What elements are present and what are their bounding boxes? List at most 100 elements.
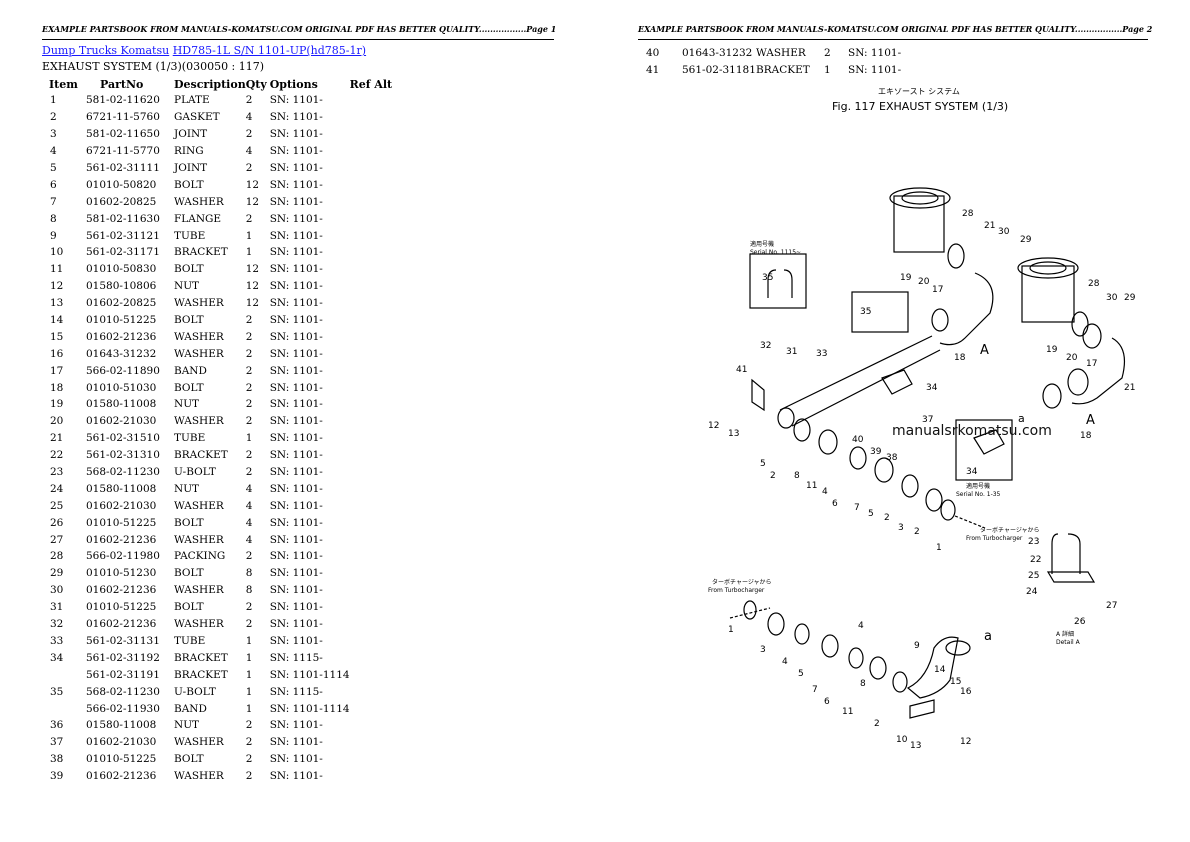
- cell-qty: 8: [245, 567, 253, 580]
- cell-item: 3: [50, 128, 57, 141]
- cell-partno: 568-02-11230: [86, 466, 160, 479]
- cell-description: RING: [174, 145, 204, 158]
- cell-qty: 1: [824, 64, 831, 77]
- svg-text:28: 28: [1088, 279, 1100, 289]
- cell-refalt: [350, 413, 393, 430]
- cell-description: NUT: [174, 719, 200, 732]
- col-header-options: Options: [269, 77, 318, 91]
- svg-text:12: 12: [708, 421, 719, 431]
- cell-partno: 01010-51230: [86, 567, 157, 580]
- cell-item: [42, 666, 86, 683]
- cell-refalt: [350, 582, 393, 599]
- cell-qty: 1: [245, 229, 253, 242]
- cell-refalt: [350, 700, 393, 717]
- svg-text:30: 30: [1106, 293, 1118, 303]
- cell-options: SN: 1101-: [269, 280, 323, 293]
- svg-text:20: 20: [1066, 353, 1078, 363]
- cell-item: 19: [50, 398, 64, 411]
- svg-text:Serial No. 1-35: Serial No. 1-35: [956, 491, 1001, 498]
- cell-item: 11: [50, 263, 64, 276]
- detail-box-serial: [955, 419, 1013, 481]
- cell-description: BOLT: [174, 314, 204, 327]
- cell-item: 12: [50, 280, 64, 293]
- cell-qty: 2: [245, 314, 253, 327]
- cell-item: 32: [50, 618, 64, 631]
- cell-partno: 01602-21236: [86, 770, 157, 783]
- cell-description: WASHER: [174, 499, 224, 512]
- cell-options: SN: 1101-1114: [269, 702, 350, 715]
- cell-item: 4: [50, 145, 57, 158]
- cell-item: 13: [50, 297, 64, 310]
- cell-options: SN: 1101-: [269, 128, 323, 141]
- cell-partno: 01010-51225: [86, 601, 157, 614]
- cell-description: WASHER: [174, 584, 224, 597]
- cell-partno: 561-02-31131: [86, 634, 160, 647]
- cell-description: NUT: [174, 398, 200, 411]
- cell-item: 22: [50, 449, 64, 462]
- cell-description: NUT: [174, 280, 200, 293]
- cell-item: 33: [50, 634, 64, 647]
- cell-qty: 2: [245, 162, 253, 174]
- svg-text:27: 27: [1106, 601, 1117, 611]
- svg-text:1: 1: [728, 625, 734, 635]
- cell-refalt: [350, 616, 393, 633]
- cell-qty: 1: [245, 634, 253, 647]
- bracket-41: [751, 378, 765, 412]
- cell-refalt: [350, 599, 393, 616]
- svg-text:2: 2: [914, 527, 920, 537]
- breadcrumb: Dump Trucks Komatsu HD785-1L S/N 1101-UP…: [42, 44, 366, 57]
- cell-description: WASHER: [174, 770, 224, 783]
- cell-options: SN: 1101-: [269, 381, 323, 394]
- cell-refalt: [350, 480, 393, 497]
- cell-refalt: [350, 633, 393, 650]
- bracket-34: [881, 369, 913, 395]
- cell-item: 7: [50, 195, 57, 208]
- cell-item: 34: [50, 651, 64, 664]
- cell-qty: 2: [245, 618, 253, 631]
- detail-box-ubolt: [749, 253, 807, 309]
- cell-item: 14: [50, 314, 64, 327]
- cell-qty: 12: [245, 263, 260, 276]
- breadcrumb-link-model[interactable]: HD785-1L S/N 1101-UP(hd785-1r): [172, 44, 367, 57]
- cell-description: BOLT: [174, 381, 204, 394]
- cell-options: SN: 1101-: [269, 533, 323, 546]
- cell-description: TUBE: [174, 229, 206, 242]
- svg-text:A: A: [980, 343, 989, 358]
- cell-refalt: [350, 312, 393, 329]
- cell-description: BAND: [174, 364, 207, 377]
- cell-qty: 2: [245, 347, 253, 360]
- cell-options: SN: 1101-: [269, 145, 323, 158]
- cell-qty: 2: [245, 601, 253, 614]
- cell-refalt: [350, 683, 393, 700]
- breadcrumb-link-dump-trucks[interactable]: Dump Trucks Komatsu: [42, 44, 170, 57]
- cell-partno: 01010-51225: [86, 753, 157, 766]
- cell-refalt: [350, 649, 393, 666]
- elbow-tube-left: [939, 272, 994, 346]
- cell-options: SN: 1101-: [848, 64, 902, 77]
- svg-text:18: 18: [954, 353, 966, 363]
- cell-item: 21: [50, 432, 64, 445]
- cell-description: BRACKET: [174, 668, 228, 681]
- cell-partno: 01580-11008: [86, 398, 157, 411]
- svg-text:1: 1: [936, 543, 942, 553]
- cell-partno: 01010-50820: [86, 178, 157, 191]
- svg-text:39: 39: [870, 447, 882, 457]
- svg-text:4: 4: [858, 621, 864, 631]
- svg-text:38: 38: [886, 453, 898, 463]
- turbo-flange-left: [889, 187, 951, 209]
- cell-qty: 2: [245, 770, 253, 783]
- svg-text:2: 2: [884, 513, 890, 523]
